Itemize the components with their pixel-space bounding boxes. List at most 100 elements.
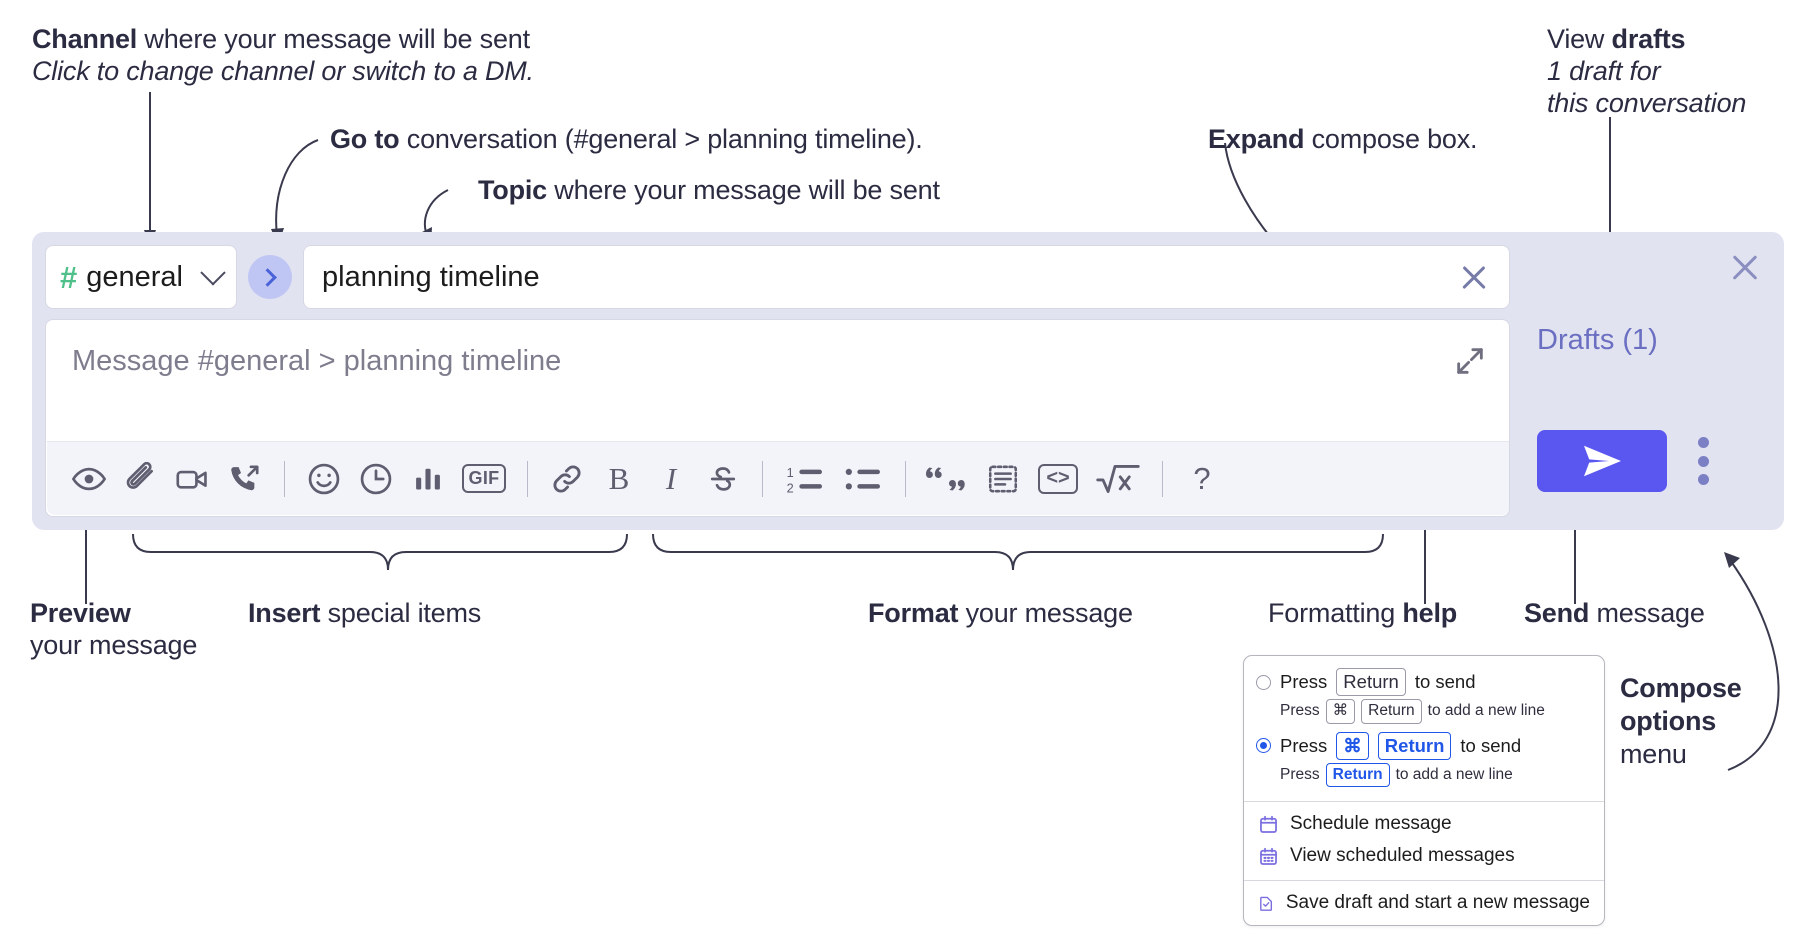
drafts-link[interactable]: Drafts (1)	[1537, 324, 1658, 356]
menu-item-label: Save draft and start a new message	[1285, 892, 1590, 913]
topic-field[interactable]: planning timeline	[303, 245, 1510, 309]
sub-lead: Press	[1280, 702, 1320, 720]
phone-arrow-icon[interactable]	[219, 453, 271, 505]
eye-icon[interactable]	[63, 453, 115, 505]
annotation-drafts: View drafts 1 draft for this conversatio…	[1547, 24, 1746, 120]
sub-tail: to add a new line	[1427, 702, 1545, 720]
message-input-placeholder[interactable]: Message #general > planning timeline	[72, 345, 562, 377]
send-option-return-lead: Press	[1280, 671, 1328, 693]
code-brackets-label: <>	[1038, 463, 1078, 494]
annotation-expand: Expand compose box.	[1208, 124, 1478, 156]
toolbar-divider	[1162, 460, 1163, 497]
menu-item-label: Schedule message	[1290, 813, 1452, 834]
annotation-help: Formatting help	[1268, 598, 1457, 630]
key-command: ⌘	[1336, 731, 1369, 760]
annotation-expand-bold: Expand	[1208, 124, 1305, 154]
key-return: Return	[1336, 668, 1406, 697]
bar-chart-icon[interactable]	[402, 453, 454, 505]
channel-selector[interactable]: # general	[45, 245, 237, 309]
annotation-topic-bold: Topic	[478, 175, 547, 205]
bold-label: B	[608, 460, 630, 496]
send-option-return-sub: Press ⌘ Return to add a new line	[1244, 698, 1604, 729]
annotation-channel-bold: Channel	[32, 24, 138, 54]
code-inline-icon[interactable]: <>	[1029, 453, 1087, 505]
menu-item-save-draft[interactable]: Save draft and start a new message	[1244, 887, 1604, 919]
annotation-topic-rest: where your message will be sent	[547, 175, 940, 205]
annotation-compose-options-bold-2: options	[1620, 705, 1717, 736]
italic-label: I	[665, 460, 677, 496]
compose-inner: # general planning timeline Message #gen…	[45, 245, 1510, 517]
smiley-face-icon[interactable]	[298, 453, 350, 505]
annotation-format: Format your message	[868, 598, 1133, 630]
annotation-insert: Insert special items	[248, 598, 481, 630]
menu-item-schedule-message[interactable]: Schedule message	[1244, 808, 1604, 840]
code-block-icon[interactable]	[977, 453, 1029, 505]
channel-name: general	[86, 260, 183, 293]
radio-unchecked-icon[interactable]	[1256, 674, 1271, 690]
svg-text:1: 1	[787, 464, 794, 479]
topic-clear-icon[interactable]	[1457, 260, 1491, 294]
question-mark-icon[interactable]: ?	[1176, 453, 1228, 505]
annotation-drafts-lead: View	[1547, 24, 1612, 54]
ordered-list-icon[interactable]: 1 2	[776, 453, 834, 505]
square-root-icon[interactable]	[1087, 453, 1149, 505]
annotation-help-bold: help	[1402, 598, 1458, 628]
compose-right-column: Drafts (1)	[1524, 232, 1784, 530]
calendar-grid-icon	[1260, 847, 1277, 865]
topic-input-value[interactable]: planning timeline	[322, 260, 540, 293]
menu-item-view-scheduled-messages[interactable]: View scheduled messages	[1244, 840, 1604, 872]
save-draft-icon	[1260, 896, 1273, 911]
message-compose-box[interactable]: Message #general > planning timeline	[45, 319, 1510, 517]
annotation-drafts-italic-2: this conversation	[1547, 87, 1747, 118]
annotation-preview: Preview your message	[30, 598, 197, 662]
panel-close-icon[interactable]	[1728, 250, 1762, 284]
italic-icon[interactable]: I	[645, 453, 697, 505]
toolbar-divider	[905, 460, 906, 497]
toolbar-divider	[762, 460, 763, 497]
link-icon[interactable]	[541, 453, 593, 505]
annotation-send-bold: Send	[1524, 598, 1590, 628]
hash-icon: #	[60, 259, 78, 295]
key-return: Return	[1377, 731, 1452, 760]
gif-icon[interactable]: GIF	[454, 453, 514, 505]
sub-tail: to add a new line	[1395, 765, 1513, 783]
key-return: Return	[1325, 762, 1390, 787]
menu-divider	[1244, 801, 1604, 802]
annotation-format-rest: your message	[958, 598, 1133, 628]
annotation-format-bold: Format	[868, 598, 959, 628]
svg-text:2: 2	[787, 480, 794, 495]
key-command: ⌘	[1325, 699, 1356, 724]
bulleted-list-icon[interactable]	[834, 453, 892, 505]
annotation-preview-bold: Preview	[30, 598, 131, 628]
annotation-drafts-italic-1: 1 draft for	[1547, 55, 1661, 86]
video-camera-icon[interactable]	[167, 453, 219, 505]
bold-icon[interactable]: B	[593, 453, 645, 505]
annotation-help-lead: Formatting	[1268, 598, 1403, 628]
annotation-channel-rest: where your message will be sent	[137, 24, 530, 54]
annotation-insert-rest: special items	[320, 598, 482, 628]
annotation-channel: Channel where your message will be sent …	[32, 24, 534, 88]
annotation-compose-options-rest: menu	[1620, 738, 1687, 769]
help-label: ?	[1193, 461, 1211, 496]
annotation-goto-bold: Go to	[330, 124, 400, 154]
toolbar-divider	[527, 460, 528, 497]
sub-lead: Press	[1280, 765, 1320, 783]
annotation-send: Send message	[1524, 598, 1705, 630]
clock-icon[interactable]	[350, 453, 402, 505]
paperclip-icon[interactable]	[115, 453, 167, 505]
quote-icon[interactable]	[919, 453, 977, 505]
strikethrough-icon[interactable]	[697, 453, 749, 505]
send-option-cmd-sub: Press Return to add a new line	[1244, 762, 1604, 793]
compose-options-menu: Press Return to send Press ⌘ Return to a…	[1243, 655, 1605, 926]
more-vertical-dot	[1697, 474, 1709, 485]
radio-checked-icon[interactable]	[1256, 738, 1271, 754]
compose-panel: # general planning timeline Message #gen…	[32, 232, 1784, 530]
send-option-cmd-return[interactable]: Press ⌘ Return to send	[1244, 730, 1604, 762]
go-to-conversation-button[interactable]	[248, 255, 292, 299]
compose-options-button[interactable]	[1696, 437, 1710, 485]
toolbar-divider	[284, 460, 285, 497]
annotation-insert-bold: Insert	[248, 598, 321, 628]
send-option-return[interactable]: Press Return to send	[1244, 666, 1604, 698]
send-button[interactable]	[1537, 430, 1667, 492]
expand-compose-icon[interactable]	[1453, 344, 1487, 378]
